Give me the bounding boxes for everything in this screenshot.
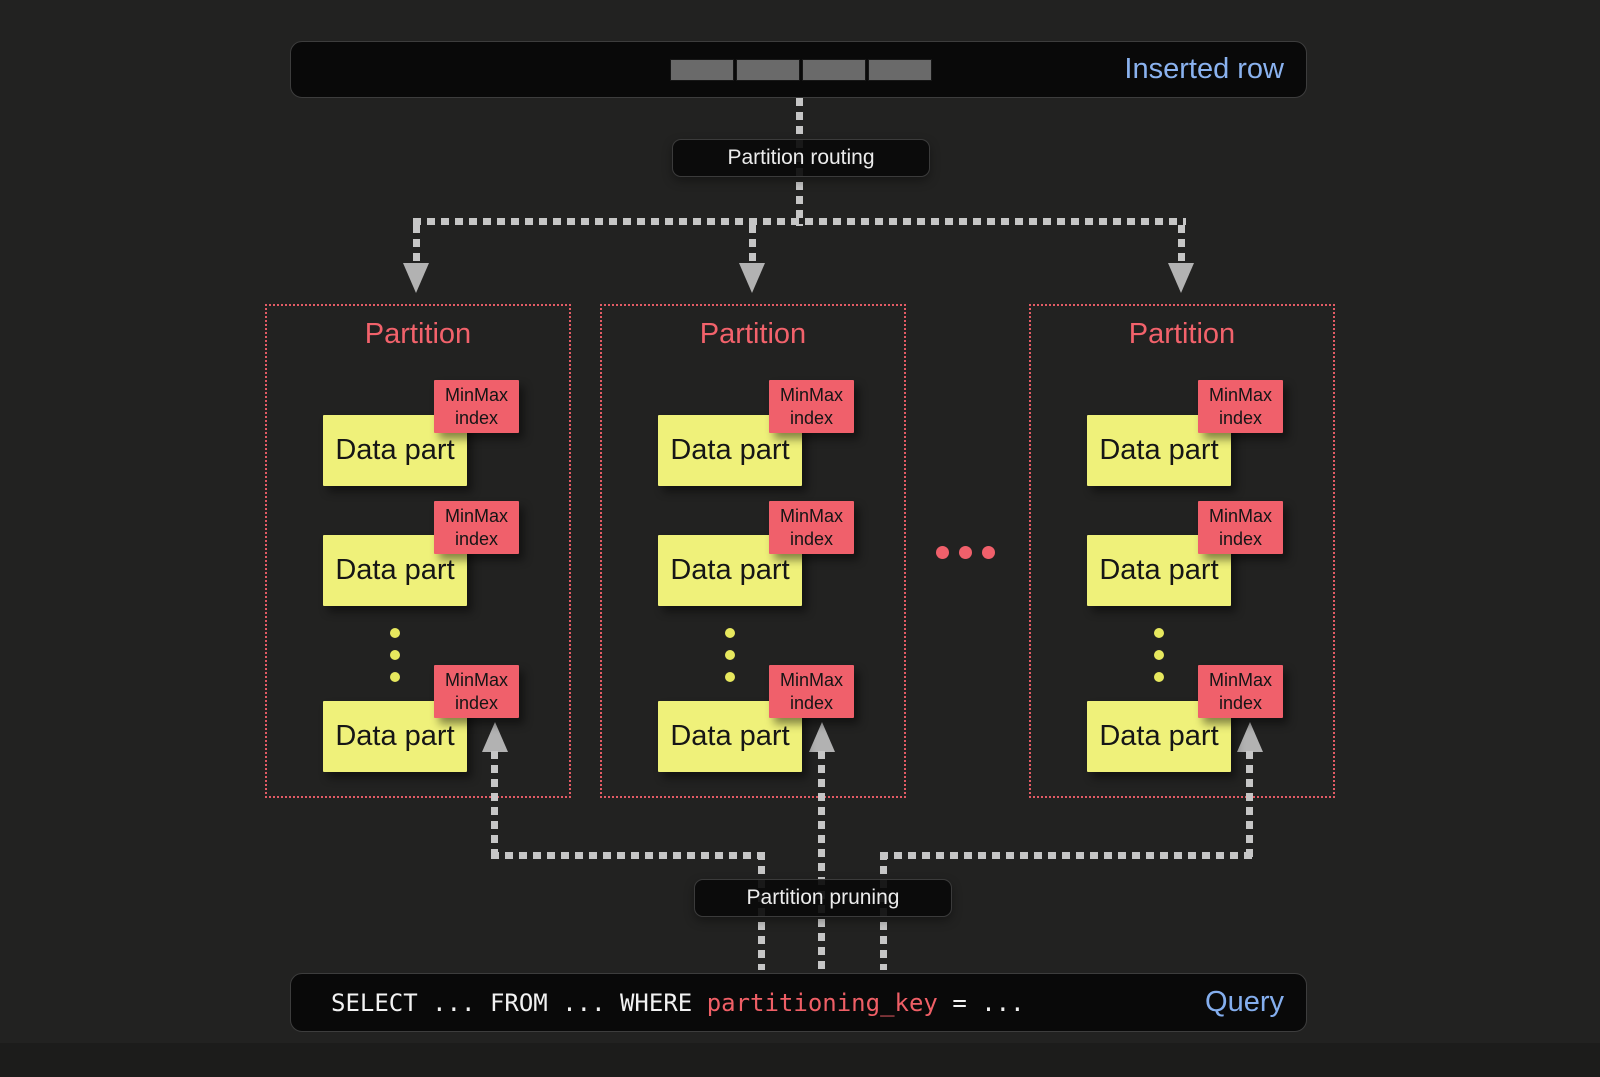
routing-stem-right [1178, 225, 1185, 265]
routing-stem-middle [749, 225, 756, 265]
data-part-box: Data part [658, 415, 802, 486]
minmax-index-tag: MinMax index [769, 665, 854, 718]
minmax-index-tag: MinMax index [769, 380, 854, 433]
pruning-vline-left [491, 751, 498, 857]
query-sql-text: SELECT ... FROM ... WHERE partitioning_k… [331, 989, 1025, 1017]
row-cell [802, 59, 866, 81]
routing-stem-left [413, 225, 420, 265]
partition-box-1: Partition MinMax index Data part MinMax … [265, 304, 571, 798]
routing-hline [413, 218, 1186, 225]
partition-box-3: Partition MinMax index Data part MinMax … [1029, 304, 1335, 798]
bottom-strip [0, 1043, 1600, 1077]
query-label: Query [1205, 986, 1284, 1018]
data-part-box: Data part [1087, 701, 1231, 772]
partition-title: Partition [364, 318, 472, 350]
sql-partitioning-key: partitioning_key [706, 988, 938, 1017]
row-cell [736, 59, 800, 81]
pruning-vline-right [1246, 751, 1253, 857]
routing-label: Partition routing [727, 146, 875, 169]
partition-title: Partition [699, 318, 807, 350]
minmax-index-tag: MinMax index [1198, 380, 1283, 433]
pruning-vline-middle [818, 751, 825, 970]
minmax-index-tag: MinMax index [1198, 501, 1283, 554]
sql-post: = ... [937, 988, 1025, 1017]
horizontal-ellipsis-dots [936, 546, 995, 559]
inserted-row-panel: Inserted row [290, 41, 1307, 98]
pruning-hline-left [491, 852, 768, 859]
up-arrowhead-icon [1237, 722, 1263, 752]
minmax-index-tag: MinMax index [434, 380, 519, 433]
routing-label-pill: Partition routing [672, 139, 930, 177]
minmax-index-tag: MinMax index [434, 501, 519, 554]
pruning-label-pill: Partition pruning [694, 879, 952, 917]
minmax-index-tag: MinMax index [1198, 665, 1283, 718]
inserted-row-label: Inserted row [1124, 53, 1284, 85]
minmax-index-tag: MinMax index [769, 501, 854, 554]
row-cell [670, 59, 734, 81]
vertical-ellipsis-dots [725, 628, 735, 682]
partition-box-2: Partition MinMax index Data part MinMax … [600, 304, 906, 798]
inserted-row-cells [670, 59, 932, 81]
up-arrowhead-icon [809, 722, 835, 752]
down-arrowhead-icon [1168, 263, 1194, 293]
minmax-index-tag: MinMax index [434, 665, 519, 718]
vertical-ellipsis-dots [390, 628, 400, 682]
pruning-hline-right [880, 852, 1253, 859]
query-panel: SELECT ... FROM ... WHERE partitioning_k… [290, 973, 1307, 1032]
vertical-ellipsis-dots [1154, 628, 1164, 682]
down-arrowhead-icon [739, 263, 765, 293]
down-arrowhead-icon [403, 263, 429, 293]
partition-title: Partition [1128, 318, 1236, 350]
up-arrowhead-icon [482, 722, 508, 752]
row-cell [868, 59, 932, 81]
sql-pre: SELECT ... FROM ... WHERE [331, 988, 707, 1017]
pruning-label: Partition pruning [746, 886, 900, 909]
